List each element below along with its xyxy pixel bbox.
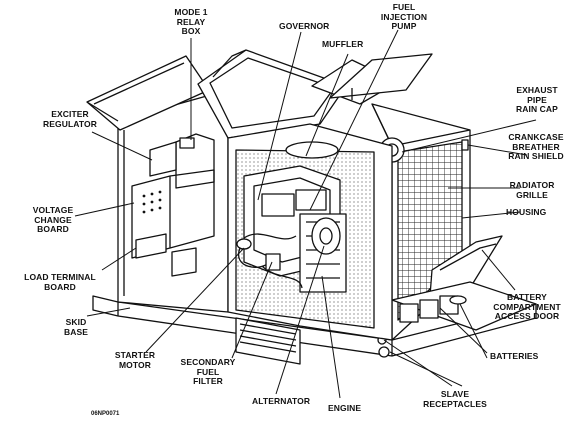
label-fuel-injection-pump: FUEL INJECTION PUMP [380, 2, 428, 31]
leader-fuel-injection-pump [309, 29, 399, 211]
battery-2 [419, 299, 439, 319]
starter-motor-shape [236, 238, 252, 250]
label-secondary-fuel-filter: SECONDARY FUEL FILTER [180, 357, 236, 386]
label-exciter-regulator: EXCITER REGULATOR [43, 109, 97, 129]
label-slave-receptacles: SLAVE RECEPTACLES [423, 389, 487, 409]
slave-receptacle-1 [378, 346, 390, 358]
leader-exciter-regulator [91, 131, 153, 161]
leader-voltage-change [74, 202, 135, 217]
label-exhaust-pipe-rain-cap: EXHAUST PIPE RAIN CAP [516, 85, 558, 114]
alternator-shape [311, 217, 341, 255]
label-mode1-relay-box: MODE 1 RELAY BOX [174, 7, 208, 36]
label-batteries: BATTERIES [490, 351, 539, 361]
leader-skid-base [86, 307, 131, 317]
leader-housing [461, 211, 521, 219]
label-skid-base: SKID BASE [63, 317, 89, 337]
leader-battery-door [481, 249, 516, 291]
label-engine: ENGINE [328, 403, 362, 413]
engine-bay [235, 141, 375, 329]
fuel-filter-shape [265, 253, 281, 271]
lower-louver-panel [235, 317, 301, 365]
leader-batteries-1 [439, 307, 488, 354]
muffler-shape [285, 141, 339, 159]
leader-lines [74, 29, 537, 399]
leader-muffler [305, 53, 349, 157]
leader-crankcase [467, 144, 528, 156]
leader-exhaust-cap [401, 119, 537, 153]
crankcase-breather [461, 139, 469, 151]
leader-alternator [275, 245, 325, 395]
leader-load-terminal [101, 247, 137, 271]
label-load-terminal-board: LOAD TERMINAL BOARD [24, 272, 96, 292]
label-voltage-change-board: VOLTAGE CHANGE BOARD [32, 205, 74, 234]
load-terminal-board-panel [135, 233, 167, 259]
label-alternator: ALTERNATOR [252, 396, 311, 406]
leader-fuel-filter [231, 261, 273, 359]
label-battery-compartment-access-door: BATTERY COMPARTMENT ACCESS DOOR [493, 292, 561, 321]
label-starter-motor: STARTER MOTOR [114, 350, 156, 370]
label-crankcase-breather-rain-shield: CRANKCASE BREATHER RAIN SHIELD [508, 132, 564, 161]
leader-starter-motor [145, 247, 245, 353]
label-governor: GOVERNOR [279, 21, 330, 31]
leader-engine [321, 275, 341, 399]
label-muffler: MUFFLER [322, 39, 364, 49]
leader-governor [257, 31, 302, 201]
figure-id: 06NP0071 [91, 411, 120, 417]
label-housing: HOUSING [506, 207, 547, 217]
label-radiator-grille: RADIATOR GRILLE [509, 180, 555, 200]
leader-batteries-2 [459, 303, 488, 359]
battery-1 [399, 303, 419, 323]
exciter-regulator-box [149, 141, 177, 177]
leader-slave-2 [383, 339, 453, 387]
